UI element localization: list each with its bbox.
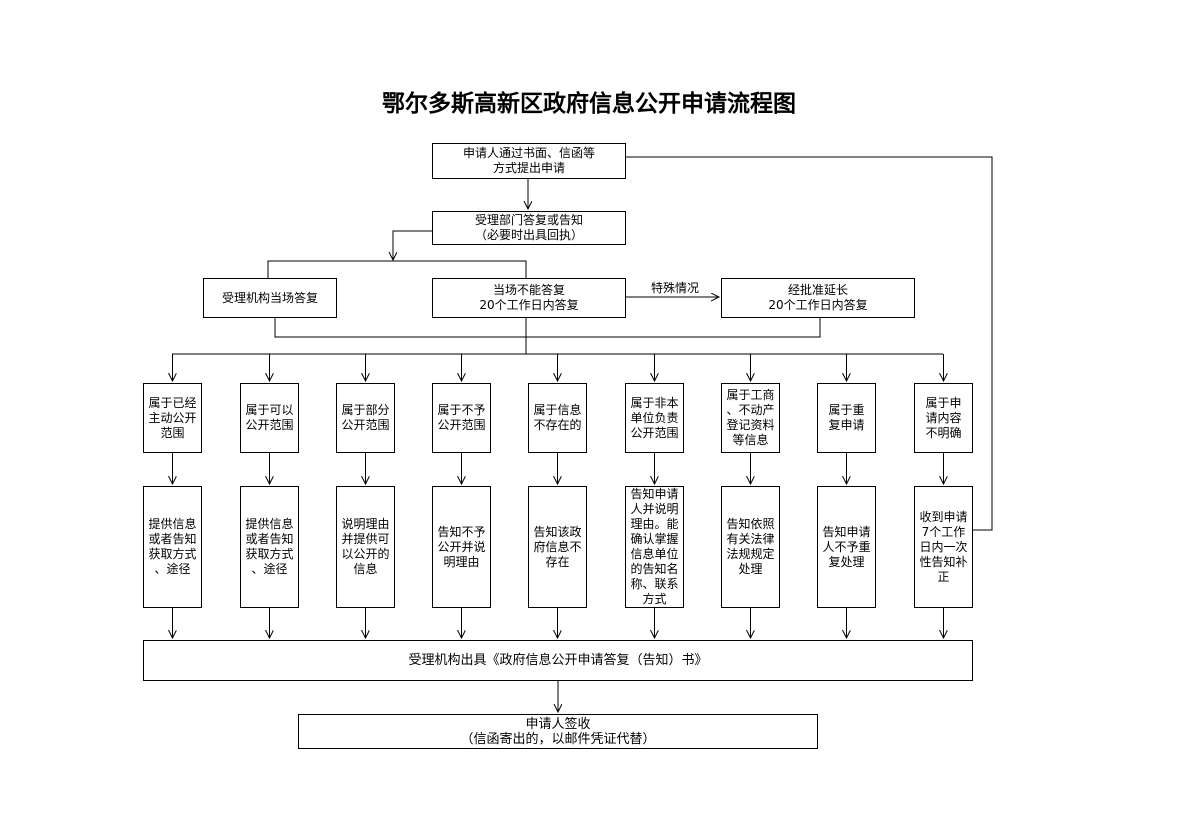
- category-text: 属于工商 、不动产 登记资料 等信息: [726, 388, 775, 447]
- action-box: 提供信息 或者告知 获取方式 、途径: [143, 486, 202, 608]
- not-onsite-text: 当场不能答复 20个工作日内答复: [479, 283, 579, 312]
- action-text: 告知依照 有关法律 法规规定 处理: [726, 517, 775, 576]
- apply-text: 申请人通过书面、信函等 方式提出申请: [462, 146, 595, 175]
- action-text: 说明理由 并提供可 以公开的 信息: [341, 517, 390, 576]
- action-box: 告知申请 人不予重 复处理: [817, 486, 876, 608]
- category-box: 属于已经 主动公开 范围: [143, 383, 202, 453]
- category-box: 属于申 请内容 不明确: [914, 383, 973, 453]
- category-box: 属于工商 、不动产 登记资料 等信息: [721, 383, 780, 453]
- sign-box: 申请人签收 （信函寄出的，以邮件凭证代替）: [298, 714, 818, 749]
- reply-box: 受理机构出具《政府信息公开申请答复（告知）书》: [143, 640, 973, 681]
- action-box: 告知不予 公开并说 明理由: [432, 486, 491, 608]
- action-box: 收到申请 7个工作 日内一次 性告知补 正: [914, 486, 973, 608]
- action-text: 告知申请 人不予重 复处理: [822, 524, 871, 569]
- onsite-box: 受理机构当场答复: [203, 278, 337, 318]
- category-text: 属于可以 公开范围: [245, 403, 294, 432]
- action-text: 提供信息 或者告知 获取方式 、途径: [245, 517, 294, 576]
- category-text: 属于部分 公开范围: [341, 403, 390, 432]
- category-text: 属于已经 主动公开 范围: [148, 395, 197, 440]
- action-box: 提供信息 或者告知 获取方式 、途径: [240, 486, 299, 608]
- category-box: 属于不予 公开范围: [432, 383, 491, 453]
- category-box: 属于部分 公开范围: [336, 383, 395, 453]
- category-box: 属于非本 单位负责 公开范围: [625, 383, 684, 453]
- action-text: 告知该政 府信息不 存在: [533, 524, 582, 569]
- action-box: 告知申请 人并说明 理由。能 确认掌握 信息单位 的告知名 称、联系 方式: [625, 486, 684, 608]
- action-text: 告知申请 人并说明 理由。能 确认掌握 信息单位 的告知名 称、联系 方式: [630, 487, 679, 606]
- action-text: 提供信息 或者告知 获取方式 、途径: [148, 517, 197, 576]
- extend-box: 经批准延长 20个工作日内答复: [721, 278, 915, 318]
- category-text: 属于信息 不存在的: [533, 403, 582, 432]
- apply-box: 申请人通过书面、信函等 方式提出申请: [432, 143, 626, 179]
- action-box: 说明理由 并提供可 以公开的 信息: [336, 486, 395, 608]
- category-text: 属于非本 单位负责 公开范围: [630, 395, 679, 440]
- extend-text: 经批准延长 20个工作日内答复: [768, 283, 868, 312]
- accept-text: 受理部门答复或告知 （必要时出具回执）: [474, 213, 583, 242]
- category-text: 属于申 请内容 不明确: [925, 395, 962, 440]
- reply-text: 受理机构出具《政府信息公开申请答复（告知）书》: [408, 653, 708, 668]
- onsite-text: 受理机构当场答复: [221, 290, 318, 305]
- page-title: 鄂尔多斯高新区政府信息公开申请流程图: [382, 90, 796, 117]
- not-onsite-box: 当场不能答复 20个工作日内答复: [432, 278, 626, 318]
- category-text: 属于重 复申请: [828, 403, 865, 432]
- sign-text: 申请人签收 （信函寄出的，以邮件凭证代替）: [460, 716, 656, 747]
- category-box: 属于信息 不存在的: [528, 383, 587, 453]
- category-box: 属于重 复申请: [817, 383, 876, 453]
- action-box: 告知该政 府信息不 存在: [528, 486, 587, 608]
- action-text: 收到申请 7个工作 日内一次 性告知补 正: [919, 509, 968, 584]
- action-box: 告知依照 有关法律 法规规定 处理: [721, 486, 780, 608]
- category-box: 属于可以 公开范围: [240, 383, 299, 453]
- action-text: 告知不予 公开并说 明理由: [437, 524, 486, 569]
- special-case-label: 特殊情况: [651, 281, 700, 295]
- accept-box: 受理部门答复或告知 （必要时出具回执）: [432, 211, 626, 245]
- category-text: 属于不予 公开范围: [437, 403, 486, 432]
